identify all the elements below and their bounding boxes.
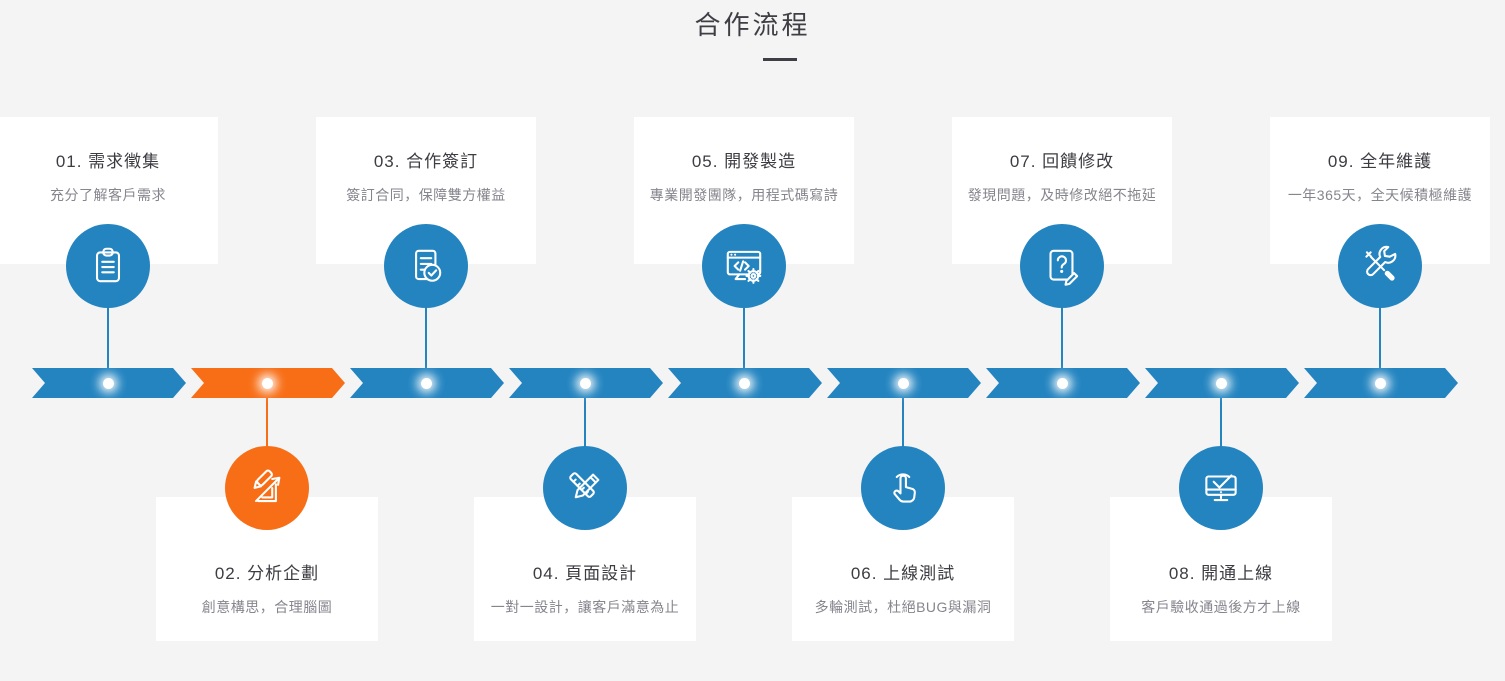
step-icon-circle <box>66 224 150 308</box>
step-icon-circle <box>384 224 468 308</box>
timeline-dot-9 <box>1374 377 1386 389</box>
step-title: 04. 頁面設計 <box>532 564 638 583</box>
step-icon-circle <box>861 446 945 530</box>
step-subtitle: 簽訂合同，保障雙方權益 <box>346 187 506 203</box>
step-subtitle: 創意構思，合理腦圖 <box>201 599 333 615</box>
timeline-dot-3 <box>420 377 432 389</box>
step-subtitle: 多輪測試，杜絕BUG與漏洞 <box>814 599 992 615</box>
step-subtitle: 充分了解客戶需求 <box>50 187 166 203</box>
step-icon-circle <box>225 446 309 530</box>
timeline-dot-7 <box>1056 377 1068 389</box>
code-monitor-gear-icon <box>726 250 762 284</box>
clipboard-icon <box>95 247 121 283</box>
step-connector <box>1220 383 1222 447</box>
step-subtitle: 發現問題，及時修改絕不拖延 <box>967 187 1157 203</box>
page-title: 合作流程 <box>694 10 811 40</box>
step-icon-circle <box>1338 224 1422 308</box>
pencil-sketch-icon <box>253 469 281 503</box>
step-connector <box>743 306 745 384</box>
step-subtitle: 專業開發團隊，用程式碼寫詩 <box>649 187 839 203</box>
step-card: 06. 上線測試 多輪測試，杜絕BUG與漏洞 <box>792 497 1014 641</box>
step-icon-circle <box>543 446 627 530</box>
wrench-screwdriver-icon <box>1365 245 1397 281</box>
step-subtitle: 一年365天，全天候積極維護 <box>1287 187 1473 203</box>
step-connector <box>1379 306 1381 384</box>
timeline-dot-5 <box>738 377 750 389</box>
step-connector <box>107 306 109 384</box>
step-title: 05. 開發製造 <box>691 152 797 171</box>
step-title: 07. 回饋修改 <box>1009 152 1115 171</box>
timeline-dot-4 <box>579 377 591 389</box>
step-icon-circle <box>702 224 786 308</box>
timeline-dot-2 <box>261 377 273 389</box>
step-title: 09. 全年維護 <box>1327 152 1433 171</box>
step-title: 08. 開通上線 <box>1168 564 1274 583</box>
step-title: 01. 需求徵集 <box>55 152 161 171</box>
timeline-dot-1 <box>102 377 114 389</box>
tap-finger-icon <box>893 473 916 503</box>
contract-check-icon <box>415 249 442 282</box>
pencil-ruler-icon <box>569 472 600 499</box>
timeline-dot-8 <box>1215 377 1227 389</box>
step-icon-circle <box>1179 446 1263 530</box>
question-doc-pencil-icon <box>1049 249 1079 286</box>
monitor-check-icon <box>1205 474 1237 502</box>
step-title: 02. 分析企劃 <box>214 564 320 583</box>
step-subtitle: 客戶驗收通過後方才上線 <box>1141 599 1301 615</box>
step-connector <box>902 383 904 447</box>
step-title: 03. 合作簽訂 <box>373 152 479 171</box>
step-connector <box>584 383 586 447</box>
step-icon-circle <box>1020 224 1104 308</box>
step-title: 06. 上線測試 <box>850 564 956 583</box>
timeline-dot-6 <box>897 377 909 389</box>
step-connector <box>266 383 268 447</box>
step-card: 09. 全年維護 一年365天，全天候積極維護 <box>1270 117 1490 264</box>
step-connector <box>425 306 427 384</box>
step-card: 01. 需求徵集 充分了解客戶需求 <box>0 117 218 264</box>
step-connector <box>1061 306 1063 384</box>
step-subtitle: 一對一設計，讓客戶滿意為止 <box>490 599 680 615</box>
title-underline <box>763 58 797 61</box>
